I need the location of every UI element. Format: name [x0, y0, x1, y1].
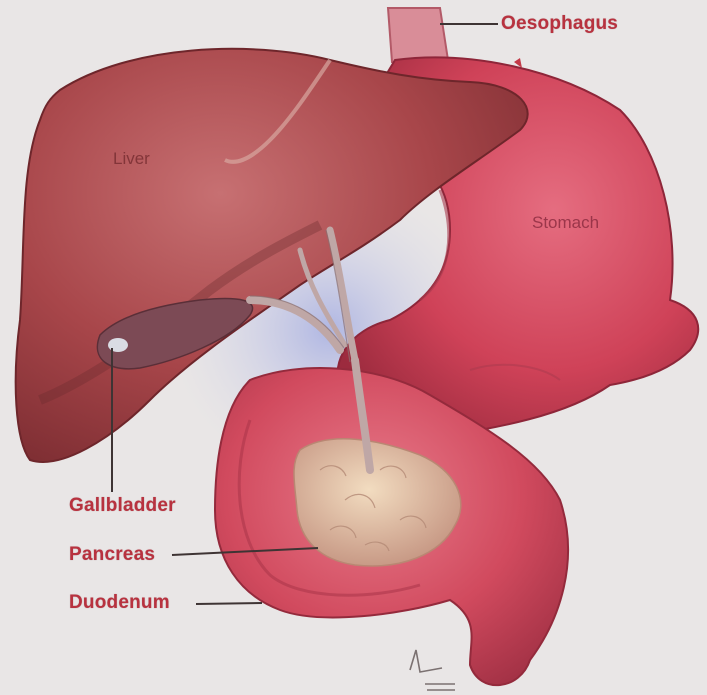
oesophagus-label: Oesophagus — [501, 14, 618, 33]
bottom-scribble — [410, 650, 455, 690]
liver-label: Liver — [113, 150, 150, 167]
gallbladder-label: Gallbladder — [69, 496, 176, 515]
oesophagus-shape — [388, 8, 448, 62]
stomach-label: Stomach — [532, 214, 599, 231]
pancreas-label: Pancreas — [69, 545, 155, 564]
duodenum-leader-line — [196, 603, 262, 604]
duodenum-label: Duodenum — [69, 593, 170, 612]
